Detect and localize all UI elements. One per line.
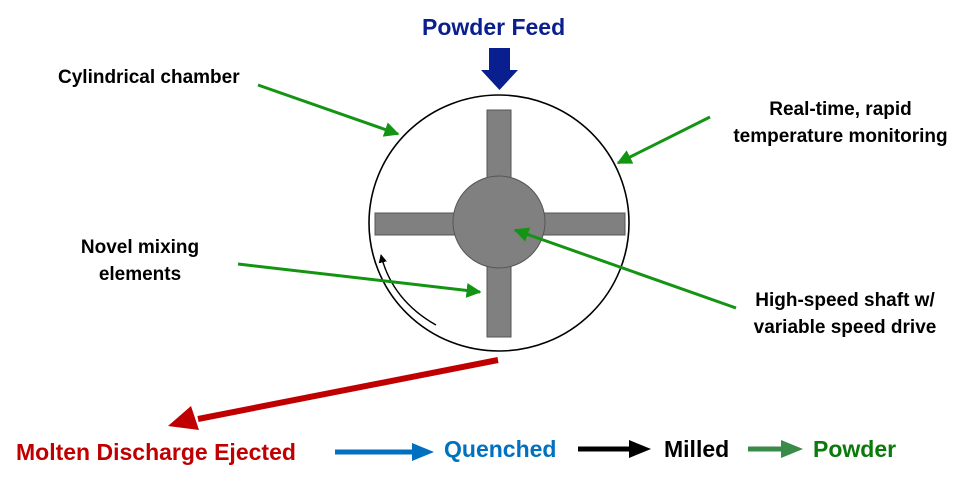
shaft-label-line1: High-speed shaft w/ — [755, 290, 935, 311]
mixing-label-line2: elements — [98, 264, 182, 285]
central-shaft — [452, 175, 546, 269]
discharge-arrow-shaft — [197, 357, 499, 422]
mixing-label-line1: Novel mixing — [80, 237, 200, 258]
flow-step-milled: Milled — [664, 436, 730, 462]
quenched-arrow-head — [412, 443, 434, 461]
rotation-arrow — [378, 254, 437, 326]
mixing-label: Novel mixing elements — [60, 234, 220, 288]
temperature-label-line2: temperature monitoring — [733, 126, 948, 147]
shaft-label: High-speed shaft w/ variable speed drive — [730, 287, 960, 341]
chamber-pointer — [257, 83, 400, 137]
powder-feed-title: Powder Feed — [422, 14, 566, 40]
temperature-pointer — [616, 115, 711, 165]
flow-step-discharge: Molten Discharge Ejected — [16, 439, 296, 465]
mixing-pointer — [237, 262, 482, 298]
shaft-label-line2: variable speed drive — [753, 317, 937, 338]
mixing-element-right — [534, 212, 626, 236]
discharge-arrow-head — [168, 406, 199, 430]
shaft-pointer — [513, 227, 737, 310]
temperature-label-line1: Real-time, rapid — [769, 99, 912, 120]
flow-step-powder: Powder — [813, 436, 897, 462]
powder-feed-arrow — [481, 48, 518, 90]
mixing-element-left — [374, 212, 466, 236]
powder-arrow-head — [781, 440, 803, 458]
flow-step-quenched: Quenched — [444, 436, 557, 462]
milled-arrow-head — [629, 440, 651, 458]
temperature-label: Real-time, rapid temperature monitoring — [718, 96, 963, 150]
chamber-label: Cylindrical chamber — [58, 67, 240, 88]
